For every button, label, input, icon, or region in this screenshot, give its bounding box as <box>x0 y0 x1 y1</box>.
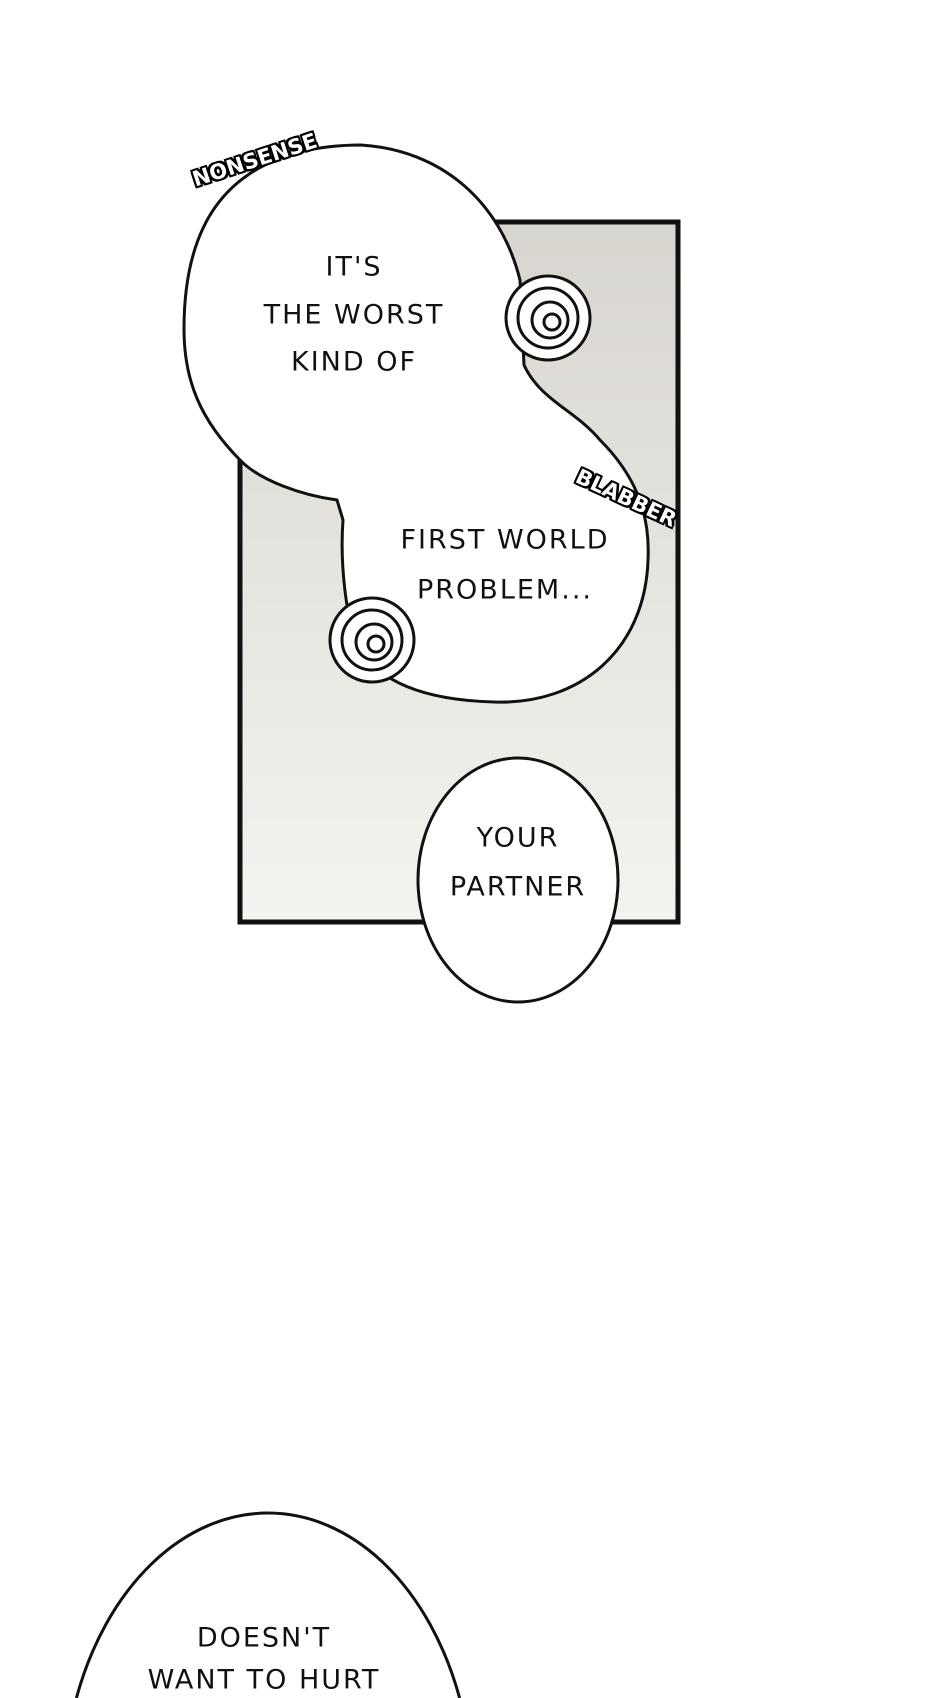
bubble-text: IT'S <box>325 251 383 283</box>
speech-bubble-partner <box>416 756 620 1004</box>
bubble-text: PARTNER <box>449 871 587 903</box>
bubble-text: DOESN'T <box>196 1622 332 1654</box>
bubble-text: PROBLEM... <box>417 574 593 606</box>
spiral-icon <box>328 596 416 684</box>
spiral-icon <box>504 274 592 362</box>
bubble-text: FIRST WORLD <box>400 524 610 556</box>
bubble-text: WANT TO HURT <box>147 1664 381 1696</box>
bubble-text: YOUR <box>476 822 560 854</box>
bubble-text: THE WORST <box>263 299 445 331</box>
bubble-text: KIND OF <box>290 346 418 378</box>
speech-bubble-hurt <box>74 1511 462 1698</box>
